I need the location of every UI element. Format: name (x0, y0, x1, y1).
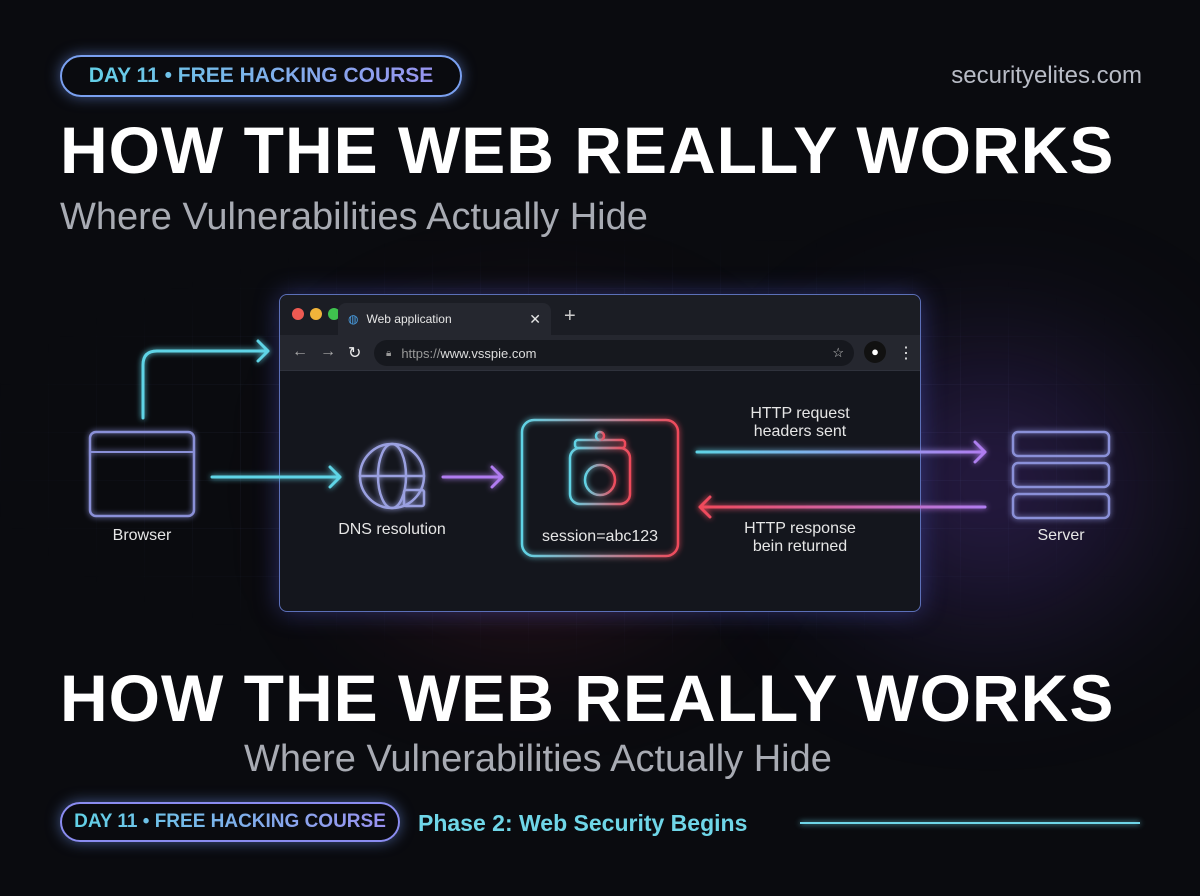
dns-label: DNS resolution (338, 521, 446, 538)
course-badge-bottom: DAY 11 • FREE HACKING COURSE (60, 802, 400, 842)
forward-icon[interactable]: → (320, 343, 336, 360)
minimize-dot[interactable] (310, 308, 322, 320)
arrow-browser-dns (210, 465, 342, 489)
arrow-request (695, 440, 987, 464)
course-badge: DAY 11 • FREE HACKING COURSE (60, 55, 462, 97)
arrow-response (698, 495, 987, 519)
phase-label: Phase 2: Web Security Begins (418, 810, 748, 836)
tab-web-application[interactable]: ◍ Web application ✕ (338, 303, 551, 335)
back-icon[interactable]: ← (292, 343, 308, 360)
star-icon[interactable]: ☆ (832, 345, 844, 360)
arrow-to-window (141, 339, 270, 420)
address-bar-row: ← → ↻ 🔒︎ https://www.vsspie.com ☆ ● ⋮ (280, 335, 920, 371)
profile-icon[interactable]: ● (864, 341, 886, 363)
arrow-dns-cookie (441, 465, 504, 489)
divider-line (800, 822, 1140, 824)
reload-icon[interactable]: ↻ (348, 345, 362, 362)
cookie-jar-icon (568, 430, 632, 506)
url-input[interactable]: 🔒︎ https://www.vsspie.com ☆ (374, 340, 854, 366)
page-title: HOW THE WEB REALLY WORKS (60, 113, 1115, 187)
server-icon (1011, 430, 1111, 520)
bottom-title: HOW THE WEB REALLY WORKS (60, 661, 1115, 735)
url-host: www.vsspie.com (440, 345, 537, 361)
bottom-subtitle: Where Vulnerabilities Actually Hide (244, 738, 832, 780)
url-prefix: https:// (401, 345, 441, 361)
lock-icon: 🔒︎ (386, 347, 392, 359)
tab-bar: ◍ Web application ✕ + (280, 295, 920, 335)
page-subtitle: Where Vulnerabilities Actually Hide (60, 196, 648, 238)
browser-label: Browser (112, 527, 172, 544)
new-tab-icon[interactable]: + (564, 305, 576, 327)
cookie-label: session=abc123 (541, 528, 659, 545)
browser-icon (88, 430, 196, 518)
close-dot[interactable] (292, 308, 304, 320)
menu-icon[interactable]: ⋮ (898, 345, 914, 362)
close-tab-icon[interactable]: ✕ (529, 310, 541, 327)
server-label: Server (1037, 527, 1085, 544)
maximize-dot[interactable] (328, 308, 340, 320)
globe-icon: ◍ (348, 312, 359, 326)
tab-label: Web application (366, 312, 452, 326)
cookie-box (520, 418, 680, 558)
globe-lock-icon (358, 442, 426, 510)
site-name: securityelites.com (951, 62, 1142, 89)
